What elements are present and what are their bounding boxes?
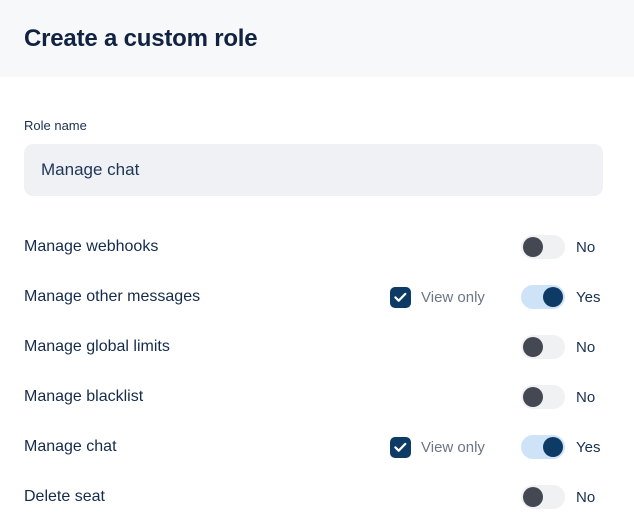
toggle-state-label: Yes bbox=[576, 438, 601, 456]
permission-toggle[interactable] bbox=[521, 435, 565, 459]
permission-toggle-group[interactable]: No bbox=[521, 335, 595, 359]
toggle-knob bbox=[523, 237, 543, 257]
permission-toggle[interactable] bbox=[521, 385, 565, 409]
view-only-label: View only bbox=[421, 438, 485, 456]
view-only-group[interactable]: View only bbox=[390, 436, 485, 458]
permission-row-0: Manage webhooks No bbox=[24, 222, 610, 272]
toggle-knob bbox=[523, 387, 543, 407]
view-only-checkbox[interactable] bbox=[390, 436, 411, 458]
permission-toggle-group[interactable]: No bbox=[521, 485, 595, 509]
view-only-checkbox[interactable] bbox=[390, 286, 411, 308]
permission-toggle[interactable] bbox=[521, 335, 565, 359]
permission-row-3: Manage blacklist No bbox=[24, 372, 610, 422]
permission-label: Manage blacklist bbox=[24, 388, 144, 405]
permission-row-2: Manage global limits No bbox=[24, 322, 610, 372]
toggle-knob bbox=[523, 487, 543, 507]
role-name-field-group: Role name bbox=[24, 77, 610, 196]
role-name-label: Role name bbox=[24, 118, 87, 133]
permission-toggle[interactable] bbox=[521, 485, 565, 509]
permission-label: Manage other messages bbox=[24, 288, 201, 305]
permission-toggle[interactable] bbox=[521, 235, 565, 259]
toggle-state-label: No bbox=[576, 338, 596, 356]
permission-toggle-group[interactable]: No bbox=[521, 385, 595, 409]
permission-label: Manage webhooks bbox=[24, 238, 159, 255]
page-title: Create a custom role bbox=[24, 24, 258, 52]
permission-row-5: Delete seat No bbox=[24, 472, 610, 522]
permission-toggle[interactable] bbox=[521, 285, 565, 309]
toggle-knob bbox=[543, 437, 563, 457]
toggle-state-label: Yes bbox=[576, 288, 601, 306]
permission-row-1: Manage other messages View only Yes bbox=[24, 272, 610, 322]
permission-label: Manage global limits bbox=[24, 338, 170, 355]
permission-label: Manage chat bbox=[24, 438, 117, 455]
toggle-state-label: No bbox=[576, 488, 596, 506]
dialog-header: Create a custom role bbox=[0, 0, 634, 77]
dialog-body: Role name Manage webhooks No Manage othe… bbox=[0, 77, 634, 522]
toggle-state-label: No bbox=[576, 388, 596, 406]
toggle-state-label: No bbox=[576, 238, 596, 256]
view-only-label: View only bbox=[421, 288, 485, 306]
permission-toggle-group[interactable]: Yes bbox=[521, 435, 600, 459]
permission-toggle-group[interactable]: Yes bbox=[521, 285, 600, 309]
permission-label: Delete seat bbox=[24, 488, 105, 505]
role-name-input[interactable] bbox=[24, 144, 603, 196]
permission-toggle-group[interactable]: No bbox=[521, 235, 595, 259]
permission-row-4: Manage chat View only Yes bbox=[24, 422, 610, 472]
permissions-list: Manage webhooks No Manage other messages… bbox=[24, 222, 610, 522]
toggle-knob bbox=[523, 337, 543, 357]
toggle-knob bbox=[543, 287, 563, 307]
view-only-group[interactable]: View only bbox=[390, 286, 485, 308]
